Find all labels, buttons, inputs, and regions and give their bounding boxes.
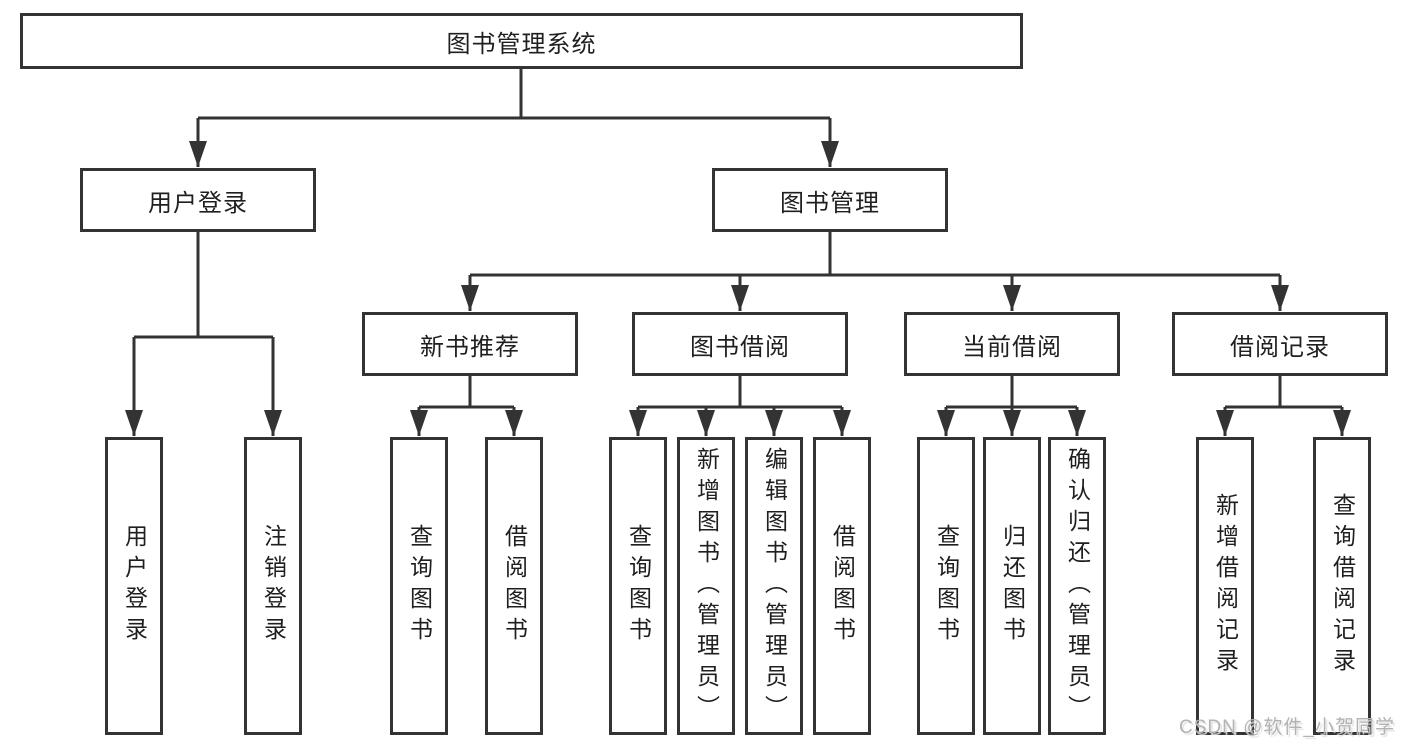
node-new-book-recommendation: 新书推荐 <box>362 312 578 376</box>
leaf-label: 查询图书 <box>933 524 960 648</box>
leaf-query-books-current: 查询图书 <box>917 437 975 735</box>
leaf-label: 注销登录 <box>260 524 287 648</box>
node-library-management-system: 图书管理系统 <box>20 13 1023 69</box>
node-book-borrowing: 图书借阅 <box>632 312 848 376</box>
node-label: 用户登录 <box>148 189 248 217</box>
node-label: 当前借阅 <box>962 333 1062 361</box>
leaf-label: 编辑图书（管理员） <box>761 446 788 726</box>
leaf-label: 用户登录 <box>121 524 148 648</box>
node-label: 图书管理 <box>780 189 880 217</box>
node-label: 借阅记录 <box>1230 333 1330 361</box>
leaf-add-books-admin: 新增图书（管理员） <box>677 437 735 735</box>
leaf-label: 查询借阅记录 <box>1329 493 1356 679</box>
node-current-borrowing: 当前借阅 <box>904 312 1120 376</box>
leaf-query-borrow-record: 查询借阅记录 <box>1313 437 1371 735</box>
node-borrowing-records: 借阅记录 <box>1172 312 1388 376</box>
leaf-borrow-books-recommend: 借阅图书 <box>485 437 543 735</box>
watermark: CSDN @软件_小贺同学 <box>1179 717 1395 738</box>
leaf-label: 确认归还（管理员） <box>1064 446 1091 726</box>
leaf-add-borrow-record: 新增借阅记录 <box>1196 437 1254 735</box>
leaf-label: 查询图书 <box>406 524 433 648</box>
leaf-label: 借阅图书 <box>501 524 528 648</box>
leaf-user-login: 用户登录 <box>105 437 163 735</box>
node-label: 图书借阅 <box>690 333 790 361</box>
leaf-query-books-recommend: 查询图书 <box>390 437 448 735</box>
leaf-label: 新增图书（管理员） <box>693 446 720 726</box>
leaf-logout-login: 注销登录 <box>244 437 302 735</box>
leaf-return-books: 归还图书 <box>983 437 1041 735</box>
leaf-edit-books-admin: 编辑图书（管理员） <box>745 437 803 735</box>
node-label: 图书管理系统 <box>446 30 597 58</box>
node-user-login: 用户登录 <box>80 168 316 232</box>
leaf-label: 查询图书 <box>625 524 652 648</box>
node-book-management: 图书管理 <box>712 168 948 232</box>
leaf-label: 归还图书 <box>999 524 1026 648</box>
leaf-borrow-books-borrowing: 借阅图书 <box>813 437 871 735</box>
node-label: 新书推荐 <box>420 333 520 361</box>
leaf-label: 借阅图书 <box>829 524 856 648</box>
connector-rails <box>134 69 1342 409</box>
leaf-label: 新增借阅记录 <box>1212 493 1239 679</box>
leaf-confirm-return-admin: 确认归还（管理员） <box>1048 437 1106 735</box>
leaf-query-books-borrowing: 查询图书 <box>609 437 667 735</box>
